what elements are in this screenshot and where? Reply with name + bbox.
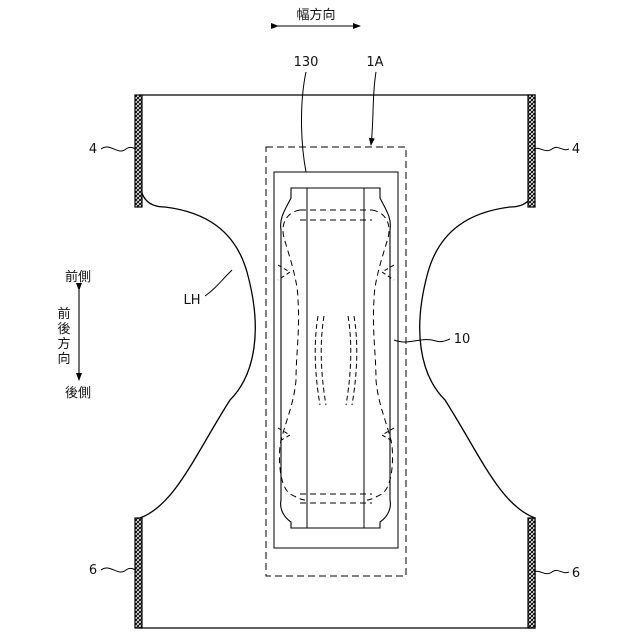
- leader-10: [394, 339, 450, 342]
- leader-4-left: [101, 147, 136, 151]
- label-1A: 1A: [366, 55, 383, 70]
- leader-6-right: [534, 570, 569, 573]
- leader-130: [302, 72, 307, 172]
- label-4-right: 4: [572, 142, 580, 157]
- label-130: 130: [294, 55, 319, 70]
- label-6-right: 6: [572, 566, 580, 581]
- label-fb-dir-2: 後: [57, 322, 70, 337]
- inner-dashed-shape-right: [367, 210, 393, 500]
- side-strip-bottom-right: [528, 518, 535, 628]
- absorbent-pad-outline: [281, 188, 391, 528]
- leader-6-left: [101, 568, 136, 572]
- inner-dashed-bottom-band: [300, 494, 372, 503]
- label-front: 前側: [65, 269, 91, 285]
- slit-right: [346, 316, 357, 405]
- label-width-direction: 幅方向: [296, 7, 335, 23]
- slit-left: [315, 316, 326, 405]
- side-strip-top-right: [528, 95, 535, 207]
- region-1A-dashed-rect: [266, 147, 406, 576]
- inner-dashed-top-band: [300, 210, 372, 220]
- leader-LH: [205, 270, 232, 296]
- label-10: 10: [454, 332, 471, 347]
- label-fb-dir-3: 方: [57, 336, 70, 352]
- label-6-left: 6: [89, 563, 97, 578]
- label-LH: LH: [183, 293, 200, 308]
- label-fb-dir-1: 前: [57, 306, 70, 322]
- leader-4-right: [534, 147, 569, 150]
- sheet-130-rect: [274, 172, 398, 548]
- label-back: 後側: [65, 386, 91, 401]
- label-4-left: 4: [89, 142, 97, 157]
- side-strip-top-left: [135, 95, 142, 207]
- notch-left-upper: [278, 265, 290, 280]
- label-fb-dir-4: 向: [57, 351, 70, 367]
- inner-dashed-shape-left: [279, 210, 305, 500]
- leader-1A: [371, 72, 376, 145]
- side-strip-bottom-left: [135, 518, 142, 628]
- notch-right-upper: [382, 265, 394, 280]
